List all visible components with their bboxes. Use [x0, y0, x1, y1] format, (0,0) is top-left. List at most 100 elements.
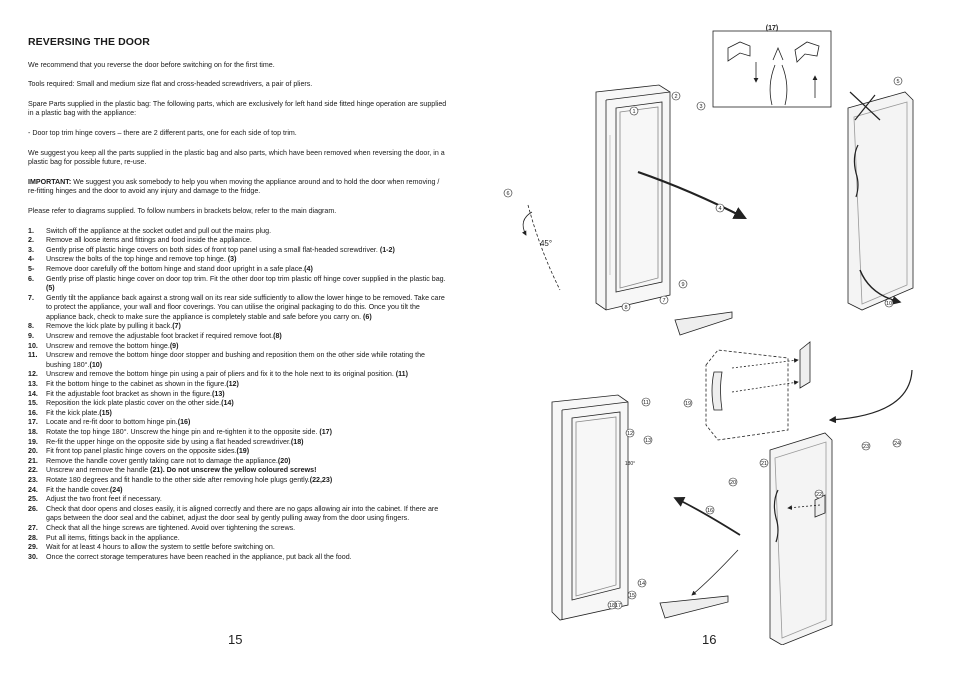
steps-list: 1.Switch off the appliance at the socket…	[28, 227, 449, 563]
intro-paragraph: We recommend that you reverse the door b…	[28, 60, 275, 69]
step-reference: (21). Do not unscrew the yellow coloured…	[150, 466, 317, 475]
step-reference: (7)	[172, 322, 181, 331]
step-number: 10.	[28, 341, 38, 350]
step-number: 25.	[28, 495, 38, 504]
page-title: REVERSING THE DOOR	[28, 36, 150, 48]
step-item: 10.Unscrew and remove the bottom hinge.(…	[28, 342, 449, 352]
callout-16: 16	[705, 505, 715, 515]
svg-text:21: 21	[761, 461, 767, 467]
step-number: 14.	[28, 389, 38, 398]
step-reference: (20)	[277, 456, 291, 465]
svg-text:17: 17	[615, 603, 621, 609]
important-label: IMPORTANT:	[28, 177, 72, 186]
tools-paragraph: Tools required: Small and medium size fl…	[28, 80, 313, 89]
step-text: Unscrew and remove the adjustable foot b…	[46, 332, 274, 341]
step-item: 2.Remove all loose items and fittings an…	[28, 236, 449, 246]
step-number: 13.	[28, 380, 38, 389]
step-text: Fit the handle cover.	[46, 485, 110, 494]
step-reference: (12)	[226, 380, 239, 389]
step-number: 3.	[28, 245, 34, 254]
refer-paragraph: Please refer to diagrams supplied. To fo…	[28, 206, 337, 215]
step-text: Reposition the kick plate plastic cover …	[46, 399, 222, 408]
page-number-right: 16	[702, 632, 717, 647]
hinge-part-b	[794, 41, 820, 63]
step-number: 27.	[28, 523, 38, 532]
fridge-cabinet-top	[595, 84, 671, 311]
callout-23: 23	[861, 441, 871, 451]
svg-text:10: 10	[886, 301, 892, 307]
svg-text:7: 7	[662, 298, 665, 304]
callout-5: 5	[893, 76, 903, 86]
step-item: 3.Gently prise off plastic hinge covers …	[28, 246, 449, 256]
callout-12: 12	[625, 428, 635, 438]
step-text: Unscrew and remove the bottom hinge pin …	[46, 370, 396, 379]
step-number: 22.	[28, 466, 38, 475]
step-item: 18.Rotate the top hinge 180°. Unscrew th…	[28, 428, 449, 438]
callout-4: 4	[715, 203, 725, 213]
step-reference: (14)	[221, 399, 234, 408]
step-item: 26. Check that door opens and closes easi…	[28, 505, 449, 524]
step-item: 5-Remove door carefully off the bottom h…	[28, 265, 449, 275]
step-item: 8.Remove the kick plate by pulling it ba…	[28, 322, 449, 332]
svg-text:3: 3	[699, 104, 702, 110]
step-item: 16.Fit the kick plate.(15)	[28, 409, 449, 419]
callout-24: 24	[892, 438, 902, 448]
door-reversal-diagram: 1 2 3 4 5 6 7 8 9 10 11 12 13 14 15 16 1…	[503, 25, 914, 645]
callout-3: 3	[696, 101, 706, 111]
rotation-label: 180°	[625, 461, 635, 467]
callout-7: 7	[659, 295, 669, 305]
svg-text:6: 6	[506, 191, 509, 197]
step-text: Remove the handle cover gently taking ca…	[46, 456, 278, 465]
step-reference: (24)	[109, 485, 123, 494]
step-text: Check that door opens and closes easily,…	[46, 504, 439, 523]
svg-text:16: 16	[707, 508, 713, 514]
svg-text:23: 23	[863, 444, 869, 450]
step-number: 16.	[28, 408, 38, 417]
step-text: Gently prise off plastic hinge cover on …	[46, 274, 446, 283]
svg-text:13: 13	[645, 438, 651, 444]
callout-8: 8	[621, 302, 631, 312]
svg-text:14: 14	[639, 581, 645, 587]
step-number: 28.	[28, 533, 38, 542]
svg-text:22: 22	[816, 492, 822, 498]
step-number: 9.	[28, 332, 34, 341]
page-number-left: 15	[228, 632, 243, 647]
step-reference: (4)	[304, 264, 313, 273]
step-text: Unscrew and remove the bottom hinge door…	[46, 351, 425, 369]
callout-19: 19	[683, 398, 693, 408]
step-reference: (13)	[212, 389, 225, 398]
hinge-part-a	[727, 41, 751, 62]
step-number: 21.	[28, 456, 38, 465]
svg-text:5: 5	[896, 79, 899, 85]
callout-20: 20	[728, 477, 738, 487]
svg-text:20: 20	[730, 480, 736, 486]
step-reference: (3)	[227, 255, 237, 264]
step-text: Switch off the appliance at the socket o…	[46, 226, 272, 235]
step-reference: (10)	[89, 360, 103, 369]
step-number: 30.	[28, 552, 38, 561]
step-number: 19.	[28, 437, 38, 446]
step-text: Fit the adjustable foot bracket as shown…	[46, 389, 213, 398]
step-item: 22.Unscrew and remove the handle (21). D…	[28, 466, 449, 476]
fridge-door-top	[847, 91, 914, 311]
svg-text:24: 24	[894, 441, 900, 447]
step-text: Locate and re-fit door to bottom hinge p…	[46, 418, 178, 427]
step-number: 20.	[28, 447, 38, 456]
step-text: Rotate the top hinge 180°. Unscrew the h…	[46, 428, 320, 436]
svg-text:1: 1	[632, 109, 635, 115]
step-item: 29.Wait for at least 4 hours to allow th…	[28, 543, 449, 553]
callout-22: 22	[814, 489, 824, 499]
svg-text:11: 11	[643, 400, 649, 406]
step-reference: (17)	[319, 428, 332, 436]
step-reference: (5)	[46, 284, 55, 293]
callout-15: 15	[627, 590, 637, 600]
step-text: Fit front top panel plastic hinge covers…	[46, 447, 237, 456]
step-text: Wait for at least 4 hours to allow the s…	[46, 543, 275, 552]
covers-paragraph: - Door top trim hinge covers – there are…	[28, 128, 297, 137]
step-text: Check that all the hinge screws are tigh…	[46, 523, 296, 532]
step-text: Adjust the two front feet if necessary.	[46, 495, 162, 504]
fridge-cabinet-bottom	[551, 394, 629, 621]
step-number: 12.	[28, 370, 38, 379]
step-number: 26.	[28, 504, 38, 513]
step-item: 4-Unscrew the bolts of the top hinge and…	[28, 255, 449, 265]
